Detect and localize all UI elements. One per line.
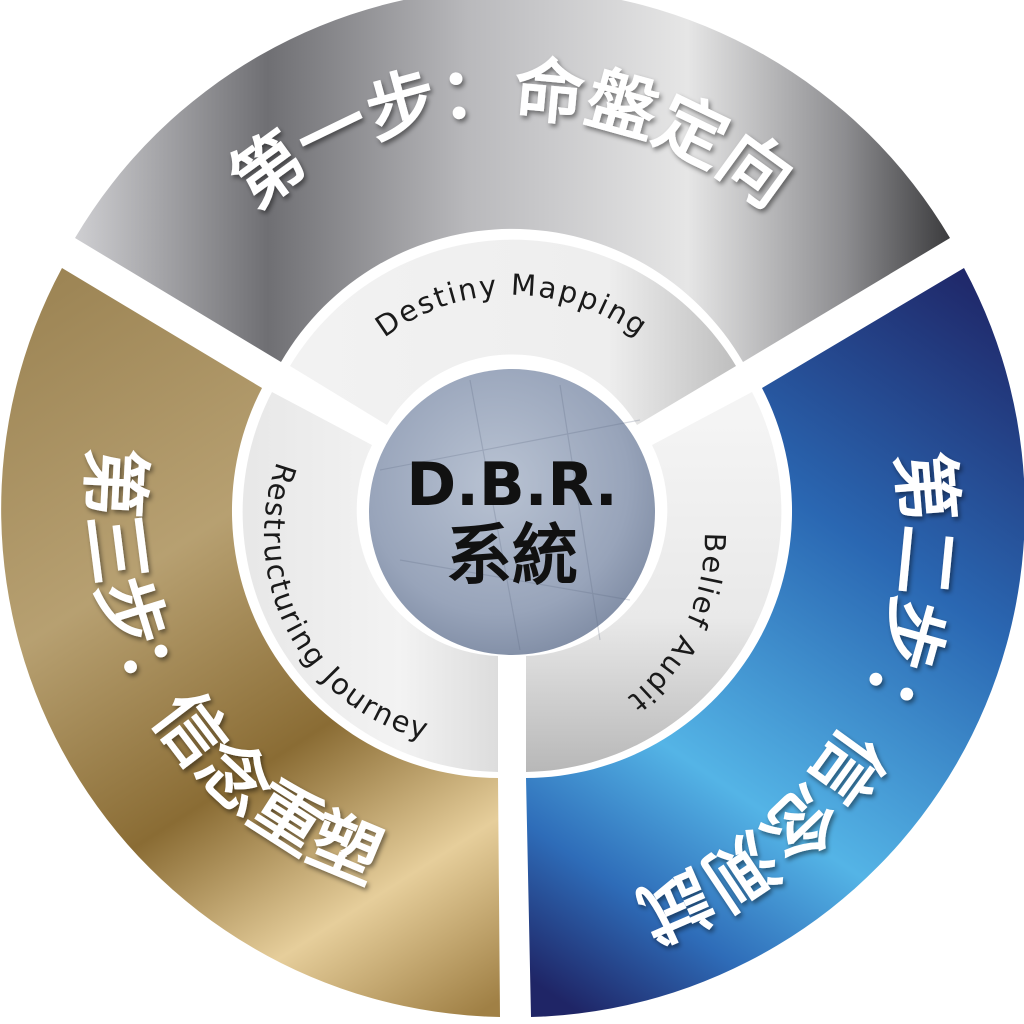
core-texture	[379, 379, 641, 651]
segment-step3-inner[interactable]	[242, 392, 498, 772]
segment-step2-inner[interactable]	[526, 392, 782, 772]
segment-step2-outer[interactable]	[526, 268, 1024, 1017]
segment-step3-outer[interactable]	[1, 268, 500, 1017]
core-circle[interactable]	[369, 369, 655, 655]
core-subtitle: 系統	[446, 517, 578, 594]
core: D.B.R. 系統	[369, 369, 655, 655]
core-title: D.B.R.	[406, 450, 617, 520]
inner-ring	[242, 239, 782, 772]
segment-step1-outer[interactable]	[75, 0, 950, 362]
segment-step1-inner[interactable]	[290, 239, 736, 425]
